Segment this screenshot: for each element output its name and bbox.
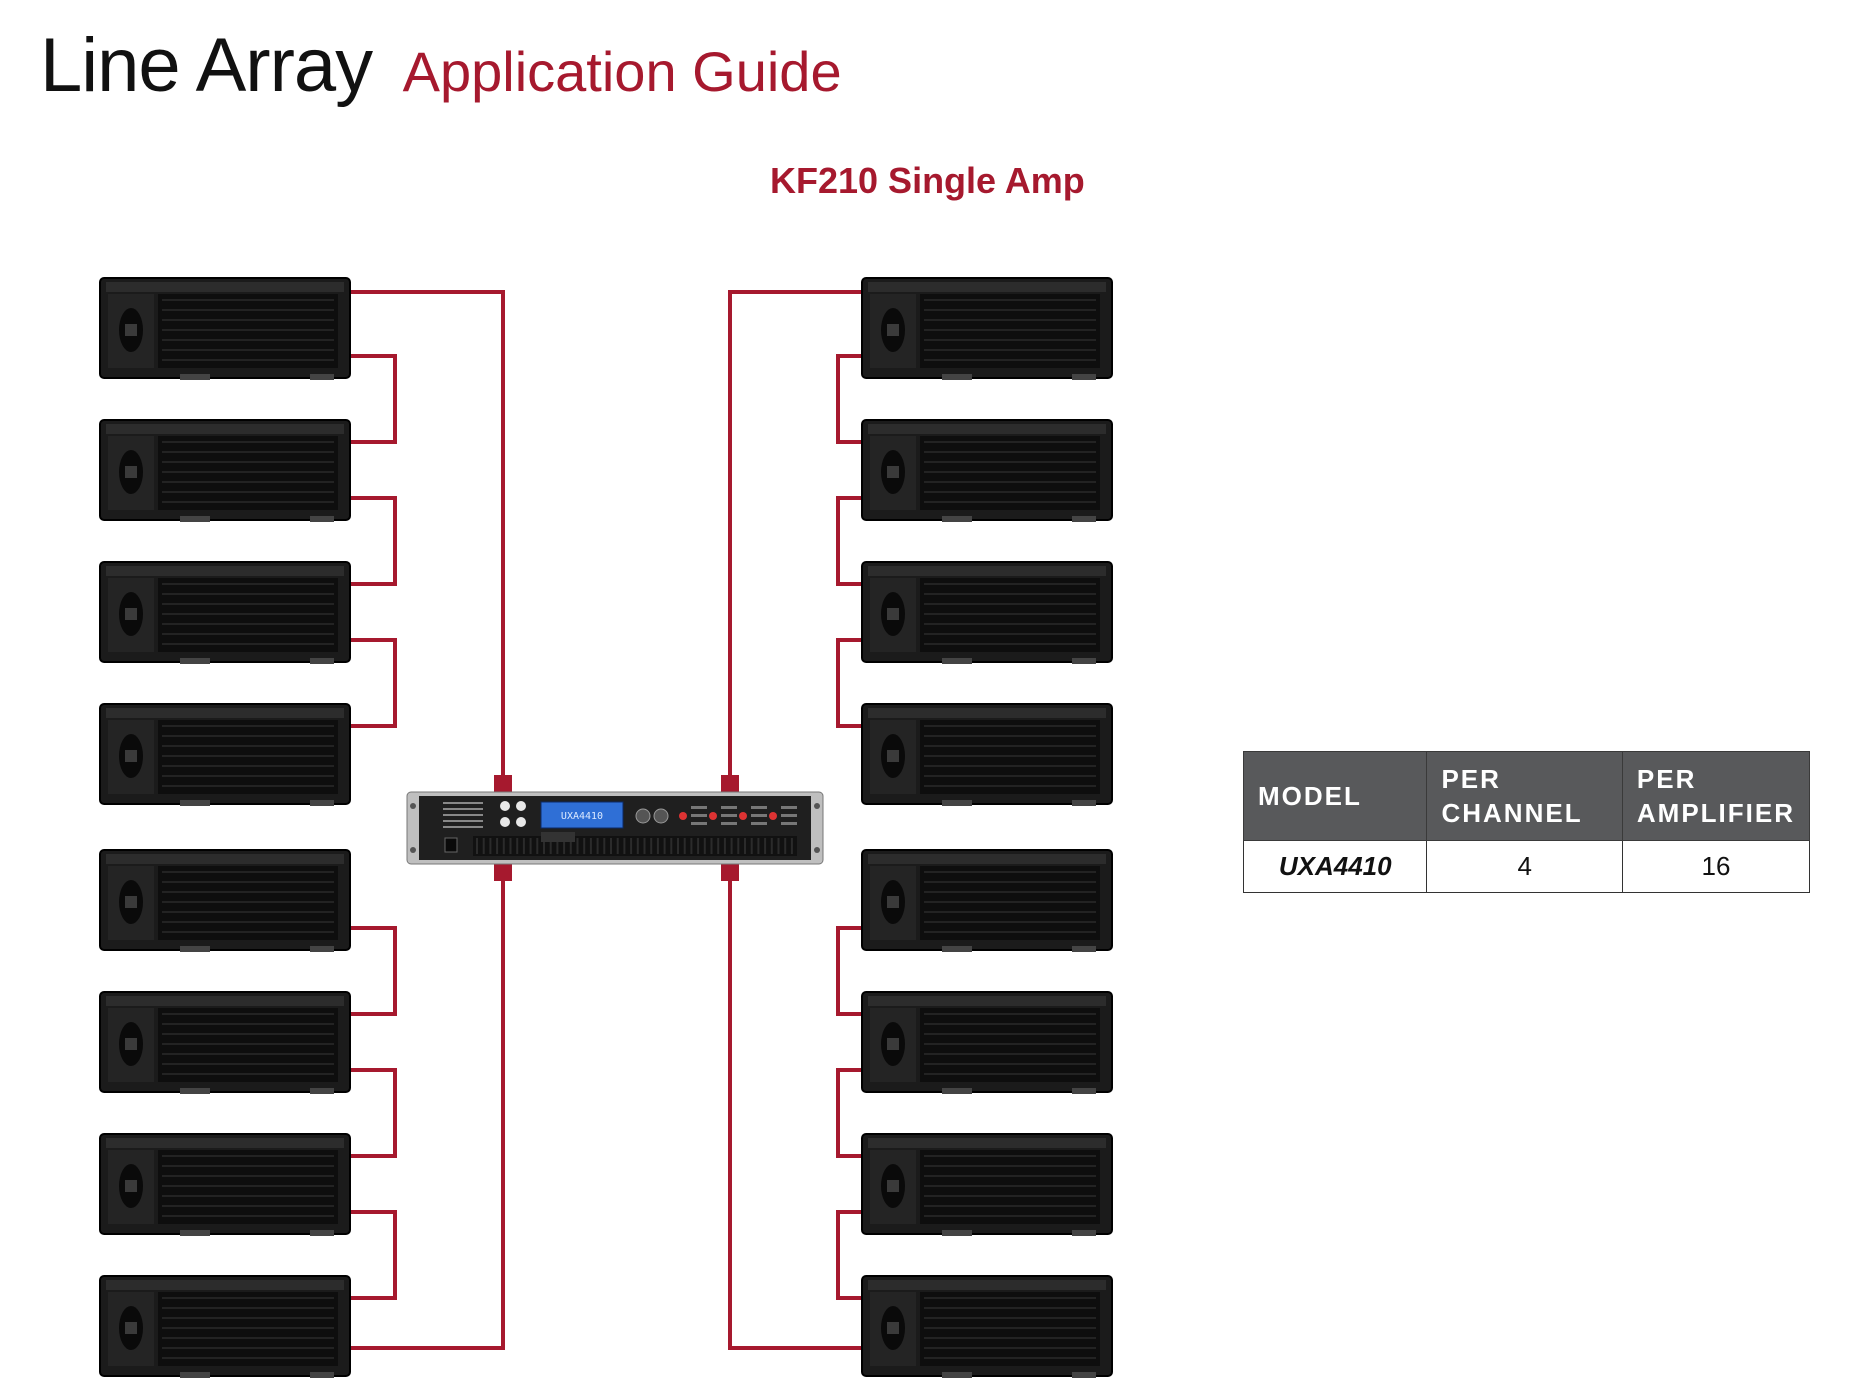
speaker-left-6 (99, 991, 351, 1094)
page-header: Line Array Application Guide (40, 22, 842, 109)
amplifier-unit: UXA4410 (406, 791, 824, 865)
page-title: Line Array (40, 23, 373, 108)
amplifier: UXA4410 (406, 791, 824, 865)
speaker-left-7 (99, 1133, 351, 1236)
speaker-right-3 (861, 561, 1113, 664)
table-row: UXA4410 4 16 (1242, 840, 1811, 893)
speaker-cables (348, 290, 864, 1350)
speaker-arrays (99, 277, 1113, 1378)
per-amplifier-cell: 16 (1621, 840, 1811, 893)
speaker-left-2 (99, 419, 351, 522)
diagram-title: KF210 Single Amp (770, 160, 1085, 201)
model-cell: UXA4410 (1242, 840, 1428, 893)
speaker-right-4 (861, 703, 1113, 806)
speaker-right-6 (861, 991, 1113, 1094)
speaker-left-3 (99, 561, 351, 664)
speaker-left-8 (99, 1275, 351, 1378)
speaker-right-5 (861, 849, 1113, 952)
speaker-left-1 (99, 277, 351, 380)
speaker-right-8 (861, 1275, 1113, 1378)
speaker-right-2 (861, 419, 1113, 522)
column-header-model: MODEL (1242, 751, 1428, 841)
page-subtitle: Application Guide (402, 40, 842, 103)
wiring-diagram: UXA4410 (99, 277, 1113, 1378)
speaker-left-4 (99, 703, 351, 806)
per-channel-cell: 4 (1426, 840, 1623, 893)
speaker-right-1 (861, 277, 1113, 380)
speaker-right-7 (861, 1133, 1113, 1236)
svg-text:UXA4410: UXA4410 (561, 811, 603, 822)
speaker-left-5 (99, 849, 351, 952)
